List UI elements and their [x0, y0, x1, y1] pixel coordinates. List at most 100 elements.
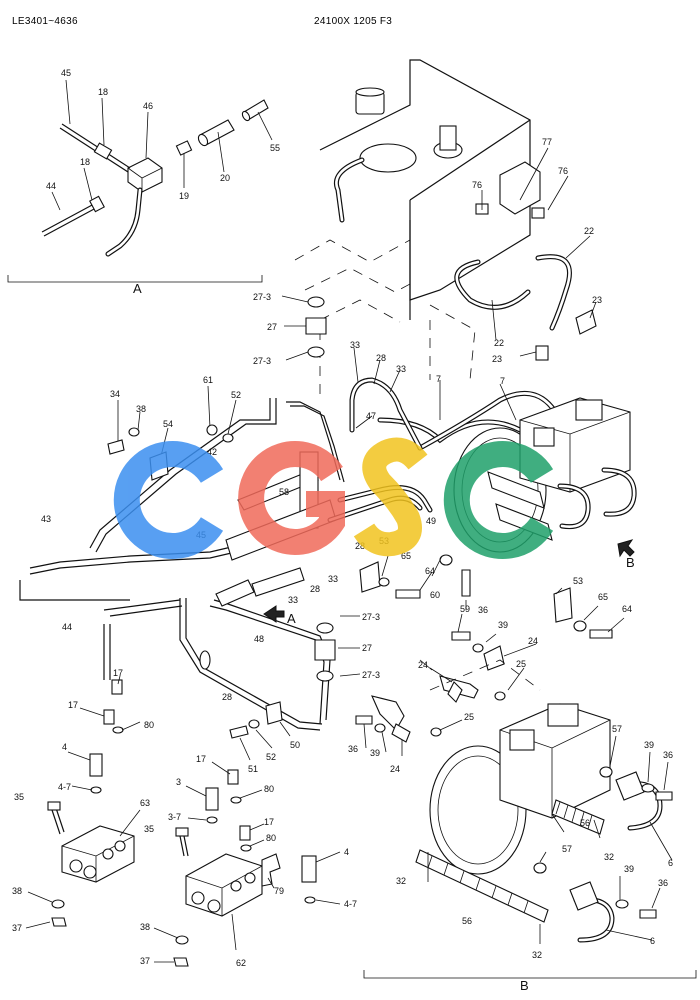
label-47: 47 [366, 411, 376, 421]
label-79: 79 [274, 886, 284, 896]
label-80: 80 [264, 784, 274, 794]
label-18: 18 [98, 87, 108, 97]
label-17: 17 [113, 668, 123, 678]
label-23: 23 [592, 295, 602, 305]
label-6: 6 [668, 858, 673, 868]
label-35: 35 [14, 792, 24, 802]
label-27: 27 [267, 322, 277, 332]
label-27-3: 27-3 [362, 612, 380, 622]
label-7: 7 [436, 374, 441, 384]
label-3-7: 3-7 [168, 812, 181, 822]
label-25: 25 [464, 712, 474, 722]
label-27-3: 27-3 [362, 670, 380, 680]
watermark-letter-c [443, 441, 554, 559]
label-43: 43 [41, 514, 51, 524]
view-arrows [263, 539, 635, 623]
label-33: 33 [350, 340, 360, 350]
label-28: 28 [310, 584, 320, 594]
label-53: 53 [573, 576, 583, 586]
label-18: 18 [80, 157, 90, 167]
label-24: 24 [528, 636, 538, 646]
label-80: 80 [266, 833, 276, 843]
label-35: 35 [144, 824, 154, 834]
label-39: 39 [498, 620, 508, 630]
label-4-7: 4-7 [344, 899, 357, 909]
label-50: 50 [290, 740, 300, 750]
header-drawing-number: 24100X 1205 F3 [314, 16, 393, 27]
label-32: 32 [532, 950, 542, 960]
label-49: 49 [426, 516, 436, 526]
left-valves [25, 675, 341, 967]
label-52: 52 [266, 752, 276, 762]
label-38: 38 [12, 886, 22, 896]
label-80: 80 [144, 720, 154, 730]
watermark-letter-c [113, 441, 224, 559]
label-28: 28 [355, 541, 365, 551]
label-6: 6 [650, 936, 655, 946]
label-23: 23 [492, 354, 502, 364]
label-45: 45 [61, 68, 71, 78]
label-76: 76 [472, 180, 482, 190]
label-4: 4 [344, 847, 349, 857]
label-36: 36 [478, 605, 488, 615]
label-39: 39 [644, 740, 654, 750]
label-27-3: 27-3 [253, 292, 271, 302]
label-33: 33 [328, 574, 338, 584]
label-22: 22 [584, 226, 594, 236]
label-32: 32 [604, 852, 614, 862]
watermark-logo [113, 437, 554, 559]
label-64: 64 [425, 566, 435, 576]
label-32: 32 [396, 876, 406, 886]
label-54: 54 [163, 419, 173, 429]
label-34: 34 [110, 389, 120, 399]
label-7: 7 [500, 376, 505, 386]
label-4-7: 4-7 [58, 782, 71, 792]
label-42: 42 [207, 447, 217, 457]
label-3: 3 [176, 777, 181, 787]
label-62: 62 [236, 958, 246, 968]
label-46: 46 [143, 101, 153, 111]
label-52: 52 [231, 390, 241, 400]
label-57: 57 [562, 844, 572, 854]
label-77: 77 [542, 137, 552, 147]
label-56: 56 [462, 916, 472, 926]
label-48: 48 [254, 634, 264, 644]
label-28: 28 [376, 353, 386, 363]
label-17: 17 [196, 754, 206, 764]
label-64: 64 [622, 604, 632, 614]
arrow-view-b: B [626, 555, 635, 570]
header-model-range: LE3401~4636 [12, 16, 78, 27]
detail-a [7, 79, 273, 283]
label-60: 60 [430, 590, 440, 600]
detail-b [363, 659, 697, 979]
label-44: 44 [46, 181, 56, 191]
arrow-view-a: A [287, 611, 296, 626]
label-33: 33 [396, 364, 406, 374]
label-28: 28 [222, 692, 232, 702]
label-24: 24 [390, 764, 400, 774]
label-56: 56 [580, 818, 590, 828]
label-44: 44 [62, 622, 72, 632]
watermark-letter-g [238, 441, 345, 555]
label-27-3: 27-3 [253, 356, 271, 366]
label-19: 19 [179, 191, 189, 201]
label-76: 76 [558, 166, 568, 176]
label-63: 63 [140, 798, 150, 808]
label-27: 27 [362, 643, 372, 653]
label-4: 4 [62, 742, 67, 752]
label-65: 65 [401, 551, 411, 561]
watermark-letter-s [353, 437, 428, 557]
view-a-title: A [133, 281, 142, 296]
label-61: 61 [203, 375, 213, 385]
label-25: 25 [516, 659, 526, 669]
label-39: 39 [624, 864, 634, 874]
label-17: 17 [68, 700, 78, 710]
label-36: 36 [658, 878, 668, 888]
label-24: 24 [418, 660, 428, 670]
label-20: 20 [220, 173, 230, 183]
label-33: 33 [288, 595, 298, 605]
label-38: 38 [136, 404, 146, 414]
label-17: 17 [264, 817, 274, 827]
label-57: 57 [612, 724, 622, 734]
